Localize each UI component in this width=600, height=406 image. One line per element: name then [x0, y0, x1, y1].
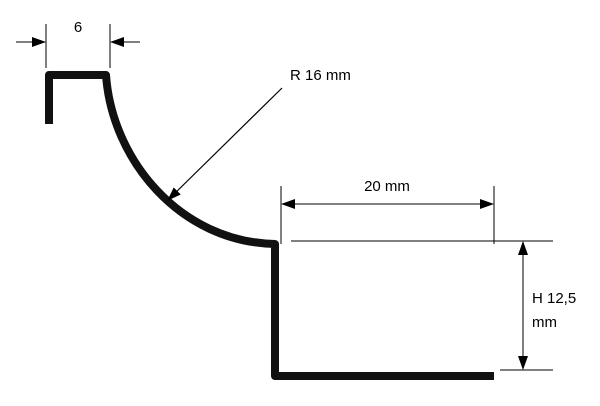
- base-length-label: 20 mm: [364, 178, 410, 195]
- height-dimension: H 12,5 mm: [291, 240, 576, 371]
- radius-dimension: R 16 mm: [167, 67, 351, 201]
- radius-label: R 16 mm: [290, 67, 351, 84]
- base-length-dimension: 20 mm: [280, 178, 495, 244]
- radius-leader-arrow: [167, 87, 283, 201]
- height-label-line1: H 12,5: [532, 290, 576, 307]
- flange-width-label: 6: [74, 19, 82, 36]
- flange-width-dimension: 6: [16, 19, 140, 68]
- profile-outline: [45, 71, 494, 380]
- height-label-line2: mm: [532, 314, 557, 331]
